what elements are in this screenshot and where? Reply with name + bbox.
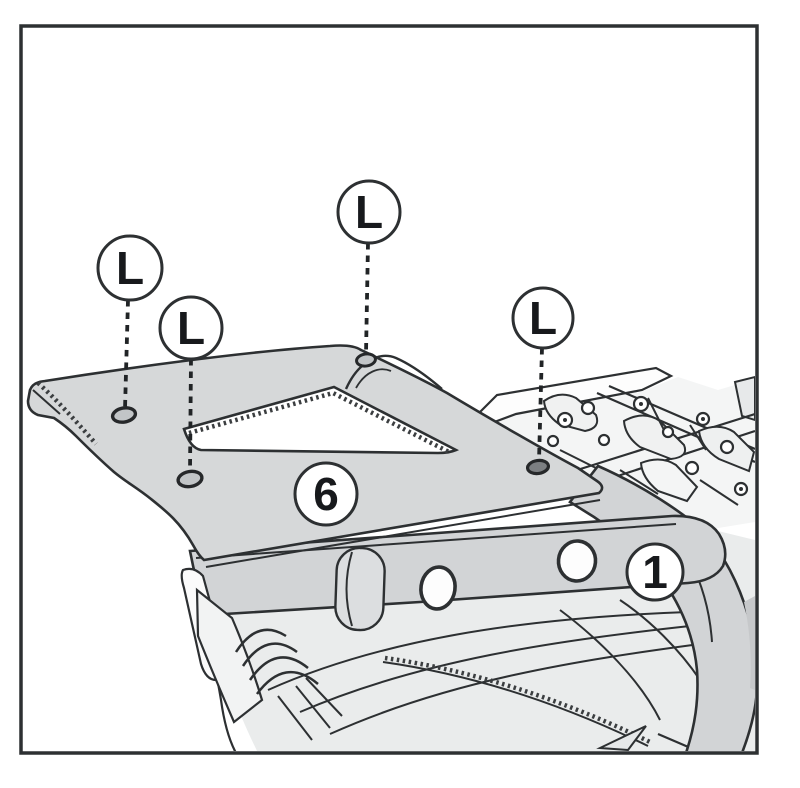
left-fold-hatch	[36, 381, 98, 446]
motorcycle-subframe-cluster	[446, 366, 755, 531]
handle-arch-line	[344, 354, 443, 390]
callout-circle	[336, 179, 402, 245]
leader-line-2	[188, 358, 193, 473]
tab-fold-line	[32, 389, 61, 415]
callout-circle	[511, 286, 575, 350]
callout-part-1: 1	[625, 542, 685, 602]
detail-line	[329, 643, 701, 735]
callout-label: 6	[313, 468, 339, 520]
link-bracket	[195, 587, 264, 724]
callout-l-right: L	[511, 286, 575, 350]
detail-line	[559, 609, 661, 721]
leader-line-1	[123, 299, 130, 410]
callout-l-mid-left: L	[158, 295, 224, 361]
callout-circle	[293, 461, 359, 527]
bolt-heads	[546, 395, 749, 497]
detail-dart	[596, 725, 647, 751]
detail-line	[277, 677, 343, 741]
callout-circle	[96, 234, 164, 302]
detail-line	[382, 661, 649, 747]
callout-label: L	[355, 186, 383, 238]
callout-l-top-left: L	[96, 234, 164, 302]
callouts: L L L L 6 1	[96, 179, 685, 602]
shock-absorber-group	[180, 567, 343, 741]
callout-label: L	[116, 242, 144, 294]
leader-line-4	[537, 347, 544, 462]
crossbar-top-ridge	[195, 523, 677, 559]
detail-shape	[733, 375, 755, 422]
bolt-dots	[563, 402, 743, 491]
detail-line	[299, 625, 691, 713]
screw-hole-4	[525, 458, 551, 476]
handle-arch-inner	[355, 368, 392, 389]
detail-line	[619, 599, 701, 681]
crossbar-hole-left	[419, 565, 457, 611]
spring-coils	[234, 628, 319, 695]
spacer-bushing	[334, 546, 386, 632]
plate-bottom-edge-line	[205, 499, 601, 568]
screw-hole-1	[110, 406, 138, 424]
callout-circle	[625, 542, 685, 602]
seat-edge-hatch	[384, 655, 651, 745]
shadow-patch	[744, 596, 755, 690]
callout-l-top-center: L	[336, 179, 402, 245]
detail-line	[267, 611, 689, 691]
screw-hole-3	[355, 352, 377, 368]
callout-part-6: 6	[293, 461, 359, 527]
callout-label: 1	[642, 546, 668, 598]
technical-drawing	[26, 242, 755, 751]
leader-line-3	[364, 242, 370, 355]
cutout-thickness-hatch	[188, 390, 451, 455]
callout-label: L	[177, 302, 205, 354]
callout-circle	[158, 295, 224, 361]
leader-lines	[123, 242, 544, 473]
crossbar-hole-right	[556, 539, 598, 583]
detail-bracket	[639, 458, 699, 503]
detail-bracket	[622, 414, 687, 461]
spacer-face-line	[345, 551, 353, 627]
detail-line	[559, 397, 739, 506]
callout-label: L	[529, 292, 557, 344]
